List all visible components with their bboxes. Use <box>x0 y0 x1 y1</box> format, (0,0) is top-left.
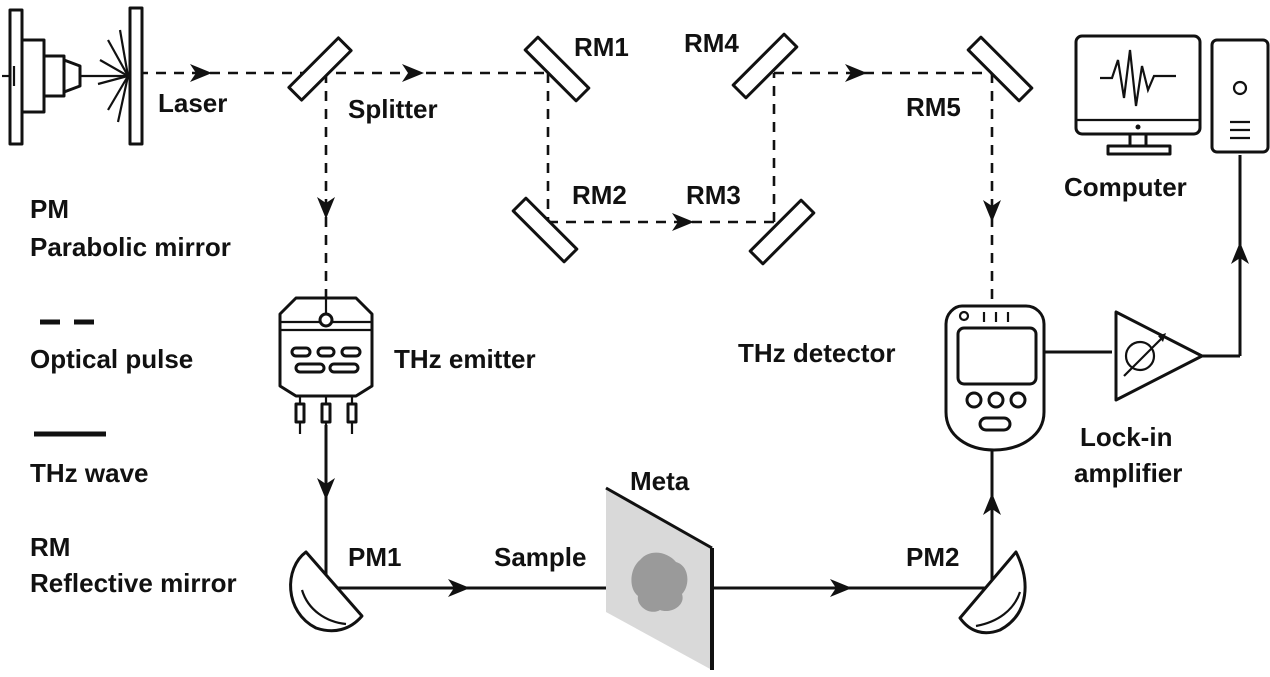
legend-pm-full: Parabolic mirror <box>30 232 231 262</box>
sample-plate <box>605 486 714 670</box>
label-laser: Laser <box>158 88 227 118</box>
label-lockin-line1: Lock-in <box>1080 422 1172 452</box>
label-thz-emitter: THz emitter <box>394 344 536 374</box>
lockin-amplifier-icon <box>1114 310 1204 402</box>
label-computer: Computer <box>1064 172 1187 202</box>
label-rm1: RM1 <box>574 32 629 62</box>
thz-detector-icon <box>944 304 1046 452</box>
optical-pulse-paths <box>138 71 994 305</box>
splitter-mirror <box>287 36 353 102</box>
laser-icon <box>2 6 144 146</box>
rm4-mirror <box>731 32 799 100</box>
label-pm2: PM2 <box>906 542 959 572</box>
computer-icon <box>1074 34 1270 156</box>
pm2-mirror <box>958 550 1027 635</box>
legend-thz-wave: THz wave <box>30 458 149 488</box>
pm1-mirror <box>289 550 364 633</box>
label-thz-detector: THz detector <box>738 338 895 368</box>
rm5-mirror <box>966 35 1034 103</box>
label-meta: Meta <box>630 466 690 496</box>
legend-rm-abbr: RM <box>30 532 70 562</box>
rm3-mirror <box>748 198 816 266</box>
legend-optical-pulse: Optical pulse <box>30 344 193 374</box>
legend: PM Parabolic mirror Optical pulse THz wa… <box>30 194 237 598</box>
optical-arrows <box>190 64 1001 231</box>
sample-spot <box>631 552 688 612</box>
legend-pm-abbr: PM <box>30 194 69 224</box>
label-rm4: RM4 <box>684 28 739 58</box>
label-rm5: RM5 <box>906 92 961 122</box>
label-sample: Sample <box>494 542 587 572</box>
thz-arrows <box>317 242 1249 597</box>
label-splitter: Splitter <box>348 94 438 124</box>
legend-rm-full: Reflective mirror <box>30 568 237 598</box>
label-lockin-line2: amplifier <box>1074 458 1182 488</box>
rm1-mirror <box>523 35 591 103</box>
label-rm3: RM3 <box>686 180 741 210</box>
label-rm2: RM2 <box>572 180 627 210</box>
rm2-mirror <box>511 196 579 264</box>
thz-emitter-icon <box>278 296 374 434</box>
label-pm1: PM1 <box>348 542 401 572</box>
